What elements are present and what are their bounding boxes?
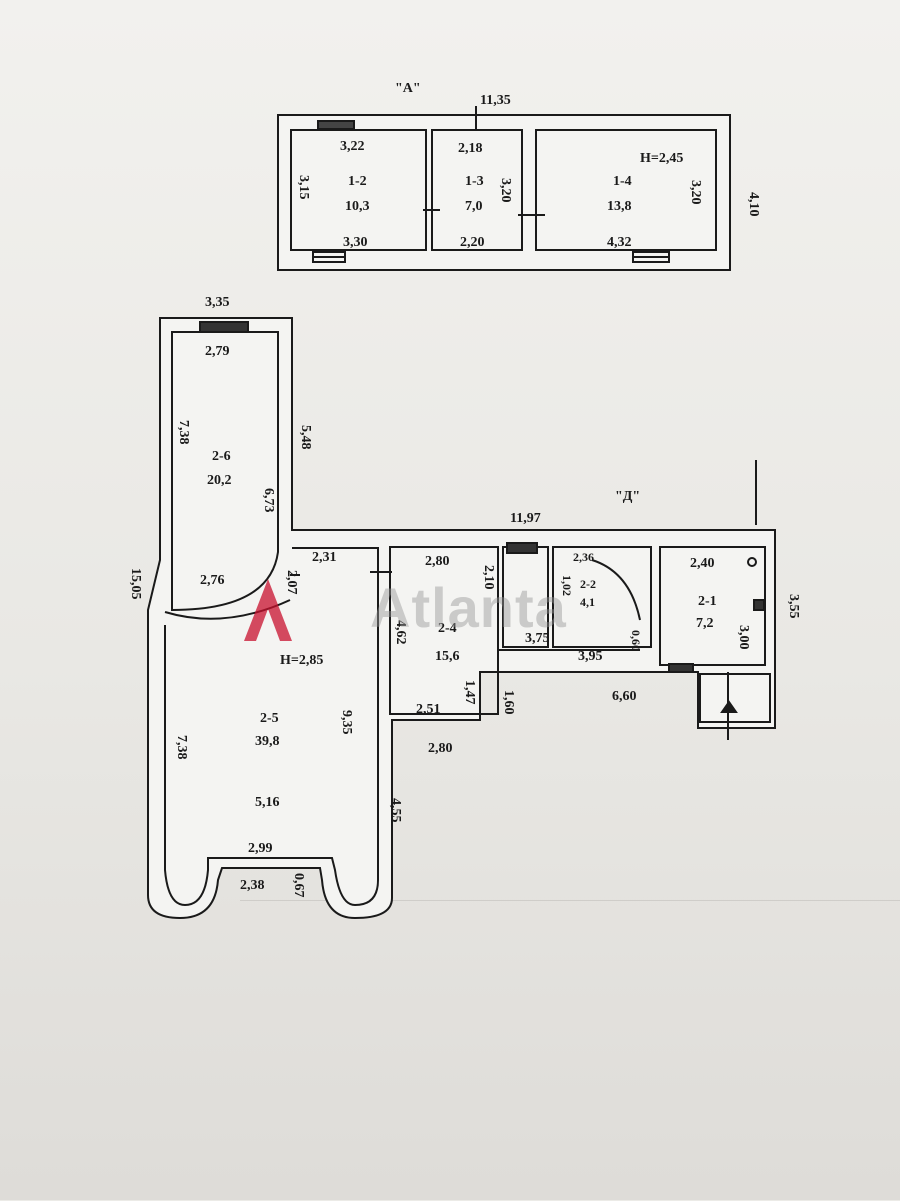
room-1-2-id: 1-2 [348, 174, 367, 189]
room-2-6-area: 20,2 [207, 473, 232, 488]
room-1-2-top: 3,22 [340, 139, 365, 154]
room-1-3-area: 7,0 [465, 199, 483, 214]
watermark: Atlanta [240, 575, 660, 655]
room-1-3-bottom: 2,20 [460, 235, 485, 250]
dim-147: 1,47 [462, 680, 477, 705]
room-1-4-id: 1-4 [613, 174, 632, 189]
dim-bay-depth: 0,67 [291, 873, 306, 898]
dim-room21-top: 2,40 [690, 556, 715, 571]
room-1-2-bottom: 3,30 [343, 235, 368, 250]
dim-207: 2,07 [284, 570, 299, 595]
dim-251: 2,51 [416, 702, 441, 717]
section-d-labels: "Д" 11,97 H=2,85 3,35 2,79 7,38 5,48 6,7… [128, 295, 801, 898]
section-a-total-length: 11,35 [480, 93, 511, 108]
dim-right-upper: 5,48 [298, 425, 313, 450]
room-1-4-area: 13,8 [607, 199, 632, 214]
room-1-3-side: 3,20 [498, 178, 513, 203]
section-a-height: H=2,45 [640, 151, 683, 166]
dim-160: 1,60 [501, 690, 516, 715]
dim-102: 1,02 [560, 575, 574, 596]
watermark-logo-icon [244, 579, 292, 641]
watermark-text: Atlanta [370, 576, 567, 639]
dim-room24-side: 4,62 [393, 620, 408, 645]
room-2-4-area: 15,6 [435, 649, 460, 664]
dim-280b: 2,80 [428, 741, 453, 756]
dim-room21-side: 3,00 [736, 625, 751, 650]
dim-room26-top: 2,79 [205, 344, 230, 359]
room-2-2-id: 2-2 [580, 577, 596, 591]
dim-276: 2,76 [200, 573, 225, 588]
dim-left-total: 15,05 [128, 568, 143, 600]
room-1-2-side: 3,15 [296, 175, 311, 200]
room-2-5-id: 2-5 [260, 711, 279, 726]
section-a-marker: "A" [395, 81, 421, 96]
room-2-1-id: 2-1 [698, 594, 717, 609]
room-1-3-id: 1-3 [465, 174, 484, 189]
room-2-4-id: 2-4 [438, 621, 457, 636]
section-d-height: H=2,85 [280, 653, 323, 668]
dim-room26-height: 7,38 [176, 420, 191, 445]
dim-bay-inner: 2,38 [240, 878, 265, 893]
section-a-depth: 4,10 [746, 192, 761, 217]
room-2-1-area: 7,2 [696, 616, 714, 631]
dim-660: 6,60 [612, 689, 637, 704]
dim-room25-width: 5,16 [255, 795, 280, 810]
section-d-marker: "Д" [615, 489, 640, 504]
dim-455: 4,55 [388, 798, 403, 823]
dim-210: 2,10 [481, 565, 496, 590]
room-2-2-area: 4,1 [580, 595, 595, 609]
section-a-plan [277, 106, 731, 271]
room-2-5-area: 39,8 [255, 734, 280, 749]
room-1-2-area: 10,3 [345, 199, 370, 214]
section-d-total-length: 11,97 [510, 511, 541, 526]
faint-table-edge [240, 900, 900, 1201]
room-1-4-bottom: 4,32 [607, 235, 632, 250]
dim-673: 6,73 [261, 488, 276, 513]
dim-room24-top: 2,80 [425, 554, 450, 569]
dim-room25-right: 9,35 [339, 710, 354, 735]
room-2-6-id: 2-6 [212, 449, 231, 464]
room-1-4-side: 3,20 [688, 180, 703, 205]
dim-060: 0,60 [629, 630, 643, 651]
dim-bay-top: 2,99 [248, 841, 273, 856]
dim-395: 3,95 [578, 649, 603, 664]
room-1-3-top: 2,18 [458, 141, 483, 156]
dim-right-height: 3,55 [786, 594, 801, 619]
dim-375: 3,75 [525, 631, 550, 646]
dim-top-left-width: 3,35 [205, 295, 230, 310]
dim-236: 2,36 [573, 550, 594, 564]
dim-room25-height: 7,38 [174, 735, 189, 760]
dim-231: 2,31 [312, 550, 337, 565]
section-a-labels: "A" 11,35 H=2,45 4,10 3,22 1-2 10,3 3,15… [296, 81, 761, 250]
section-d-plan [147, 317, 776, 920]
